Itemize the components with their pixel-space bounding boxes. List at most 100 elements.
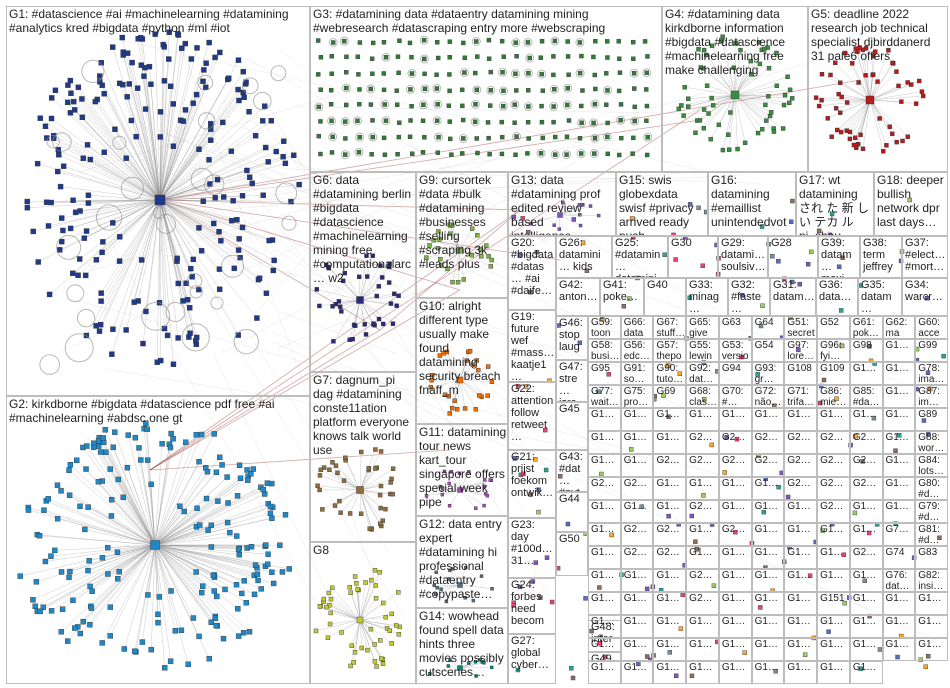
small-group-cell: G1… [751, 592, 785, 615]
vertex-node [35, 259, 41, 265]
vertex-node [244, 467, 250, 473]
vertex-node [329, 54, 334, 59]
vertex-node [240, 68, 246, 75]
vertex-node [254, 571, 261, 577]
vertex-node [434, 72, 439, 77]
small-group-label: G2… [591, 478, 615, 489]
edge [327, 619, 361, 638]
vertex-node [356, 72, 361, 77]
group-box-g11: G11: datamining tour news kart_tour sing… [416, 424, 508, 516]
vertex-node [616, 88, 622, 94]
edge [531, 214, 561, 225]
vertex-node [186, 305, 193, 311]
vertex-node [133, 133, 139, 140]
edge [102, 480, 156, 546]
small-group-label: G1… [689, 662, 713, 673]
edge [359, 602, 384, 621]
edge [734, 94, 785, 106]
edge [154, 434, 197, 546]
edge [110, 544, 156, 608]
vertex-node [447, 88, 452, 94]
small-group-cell: G86: mie… [817, 385, 850, 408]
edge [559, 205, 591, 216]
vertex-node [168, 83, 174, 90]
small-group-cell: G88: wor… [915, 431, 948, 454]
small-group-label: G1… [721, 547, 746, 558]
small-group-cell: G63 [718, 316, 752, 339]
vertex-node [256, 275, 263, 281]
vertex-node [252, 562, 259, 568]
node-layer [17, 29, 946, 681]
small-group-label: G1… [623, 409, 648, 420]
small-group-label: G68: clas… [689, 386, 717, 408]
edge [841, 96, 871, 101]
group-label-g20: G20: #bigdata #datas… #ai #daife… [511, 237, 554, 297]
self-loop [328, 38, 338, 48]
vertex-node [330, 40, 336, 45]
edge [154, 442, 186, 546]
small-group-label: G1… [591, 639, 615, 650]
group-box-g10: G10: alright different type usually make… [416, 298, 508, 424]
small-group-label: G2… [852, 547, 877, 558]
edge [159, 199, 243, 228]
vertex-node [58, 569, 65, 575]
vertex-node [84, 142, 91, 148]
vertex-node [228, 148, 235, 154]
small-group-cell: G1… [718, 615, 752, 638]
edge [681, 94, 736, 106]
small-group-cell: G1… [915, 592, 948, 615]
small-group-label: G60: acce… [918, 317, 940, 339]
small-group-label: G1… [721, 593, 746, 604]
vertex-node [174, 255, 180, 262]
vertex-node [262, 144, 269, 151]
edge [159, 199, 521, 211]
edge [359, 451, 362, 491]
edge [53, 138, 161, 201]
self-loop [366, 84, 376, 94]
self-loop [39, 354, 60, 375]
small-group-label: G2… [689, 455, 713, 466]
vertex-node [216, 286, 223, 293]
small-group-label: G1… [754, 409, 778, 420]
vertex-node [235, 546, 242, 552]
small-group-label: G109 [820, 363, 845, 374]
vertex-node [213, 469, 220, 475]
edge [154, 544, 172, 592]
small-group-cell: G59: toon… [588, 316, 621, 339]
vertex-node [162, 665, 168, 671]
small-group-cell: G1… [882, 615, 916, 638]
edge [159, 199, 561, 261]
edge [255, 114, 553, 481]
vertex-node [211, 588, 217, 594]
small-group-cell: G2… [588, 477, 621, 500]
vertex-node [121, 646, 128, 652]
edge [147, 460, 156, 546]
vertex-node [166, 56, 172, 62]
self-loop [66, 284, 85, 303]
vertex-node [565, 86, 570, 91]
vertex-node [435, 40, 440, 45]
group-box-g38: G38: term jeffrey… [860, 236, 902, 278]
vertex-node [93, 257, 100, 263]
small-group-label: G2… [820, 455, 844, 466]
edge [159, 105, 265, 201]
group-box-g42: G42: anton… [556, 278, 600, 316]
group-label-g2: G2: kirkdborne #bigdata #datascience pdf… [9, 397, 275, 425]
vertex-node [80, 155, 86, 161]
small-group-label: G1… [721, 616, 746, 627]
vertex-node [225, 500, 231, 506]
edge [154, 535, 237, 546]
small-group-label: G56: edc… [623, 340, 650, 362]
vertex-node [552, 87, 557, 92]
small-group-label: G76: dat… [885, 570, 910, 592]
small-group-label: G2… [623, 524, 648, 535]
edge [734, 94, 767, 121]
edge [45, 126, 161, 201]
vertex-node [55, 168, 61, 175]
edge [70, 464, 156, 546]
edge [855, 48, 871, 101]
edge [57, 171, 161, 201]
small-group-cell: G1… [588, 615, 621, 638]
vertex-node [631, 71, 637, 76]
vertex-node [200, 198, 206, 205]
